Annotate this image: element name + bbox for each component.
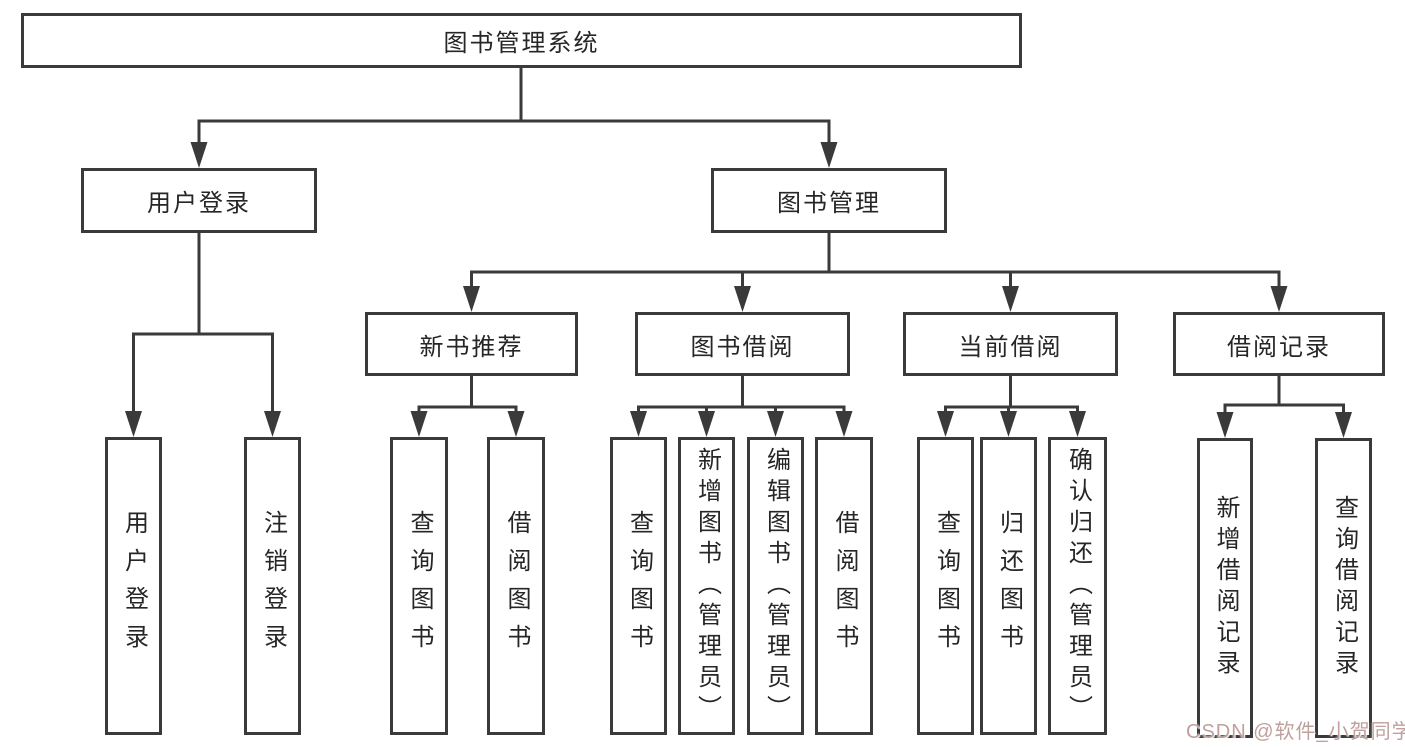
node-library-management-system: 图书管理系统 xyxy=(21,13,1022,68)
leaf-user-login: 用户登录 xyxy=(105,437,162,735)
leaf-logout-login: 注销登录 xyxy=(244,437,301,735)
connector-book-borrow-children xyxy=(630,376,853,437)
leaf-return-books: 归还图书 xyxy=(980,437,1037,735)
leaf-borrow-books-borrowing: 借阅图书 xyxy=(815,437,873,735)
csdn-watermark: CSDN @软件_小贺同学 xyxy=(1186,721,1405,743)
connector-current-borrow-children xyxy=(937,376,1086,437)
leaf-query-books-recommend: 查询图书 xyxy=(390,437,448,735)
node-new-book-recommendation: 新书推荐 xyxy=(365,312,578,376)
leaf-add-borrow-record: 新增借阅记录 xyxy=(1197,438,1253,738)
node-borrowing-records: 借阅记录 xyxy=(1173,312,1385,376)
node-current-borrowing: 当前借阅 xyxy=(903,312,1118,376)
leaf-query-books-current: 查询图书 xyxy=(917,437,974,735)
leaf-confirm-return-admin: 确认归还（管理员） xyxy=(1048,437,1107,735)
leaf-add-books-admin: 新增图书（管理员） xyxy=(678,437,735,735)
node-user-login: 用户登录 xyxy=(81,168,317,233)
connector-root-to-level2 xyxy=(190,68,838,168)
leaf-borrow-books-recommend: 借阅图书 xyxy=(487,437,545,735)
connector-user-login-children xyxy=(125,233,281,437)
leaf-edit-books-admin: 编辑图书（管理员） xyxy=(747,437,804,735)
connector-book-mgmt-children xyxy=(463,233,1288,312)
leaf-query-books-borrowing: 查询图书 xyxy=(610,437,667,735)
node-book-management: 图书管理 xyxy=(711,168,947,233)
connector-new-book-rec-children xyxy=(410,376,525,437)
node-book-borrowing: 图书借阅 xyxy=(635,312,850,376)
leaf-query-borrow-record: 查询借阅记录 xyxy=(1315,438,1372,738)
connector-borrow-records-children xyxy=(1216,376,1352,438)
